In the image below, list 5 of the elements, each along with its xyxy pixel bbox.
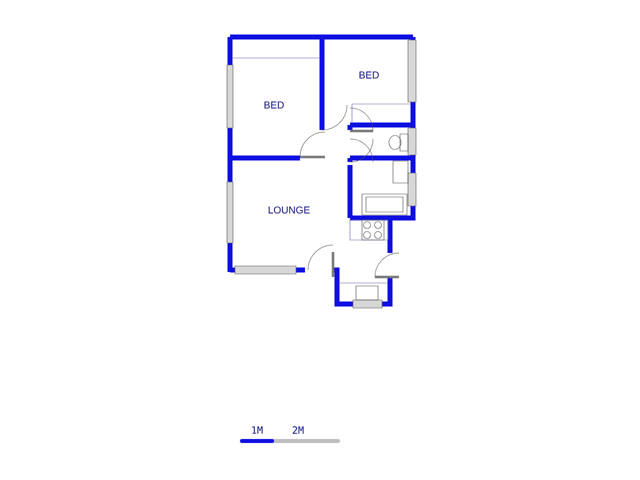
room-label: BED [360,72,379,78]
room-label: LOUNGE [268,206,310,214]
scale-label: 2M [292,426,304,434]
room-label: BED [264,102,284,108]
scale-label: 1M [252,426,263,434]
